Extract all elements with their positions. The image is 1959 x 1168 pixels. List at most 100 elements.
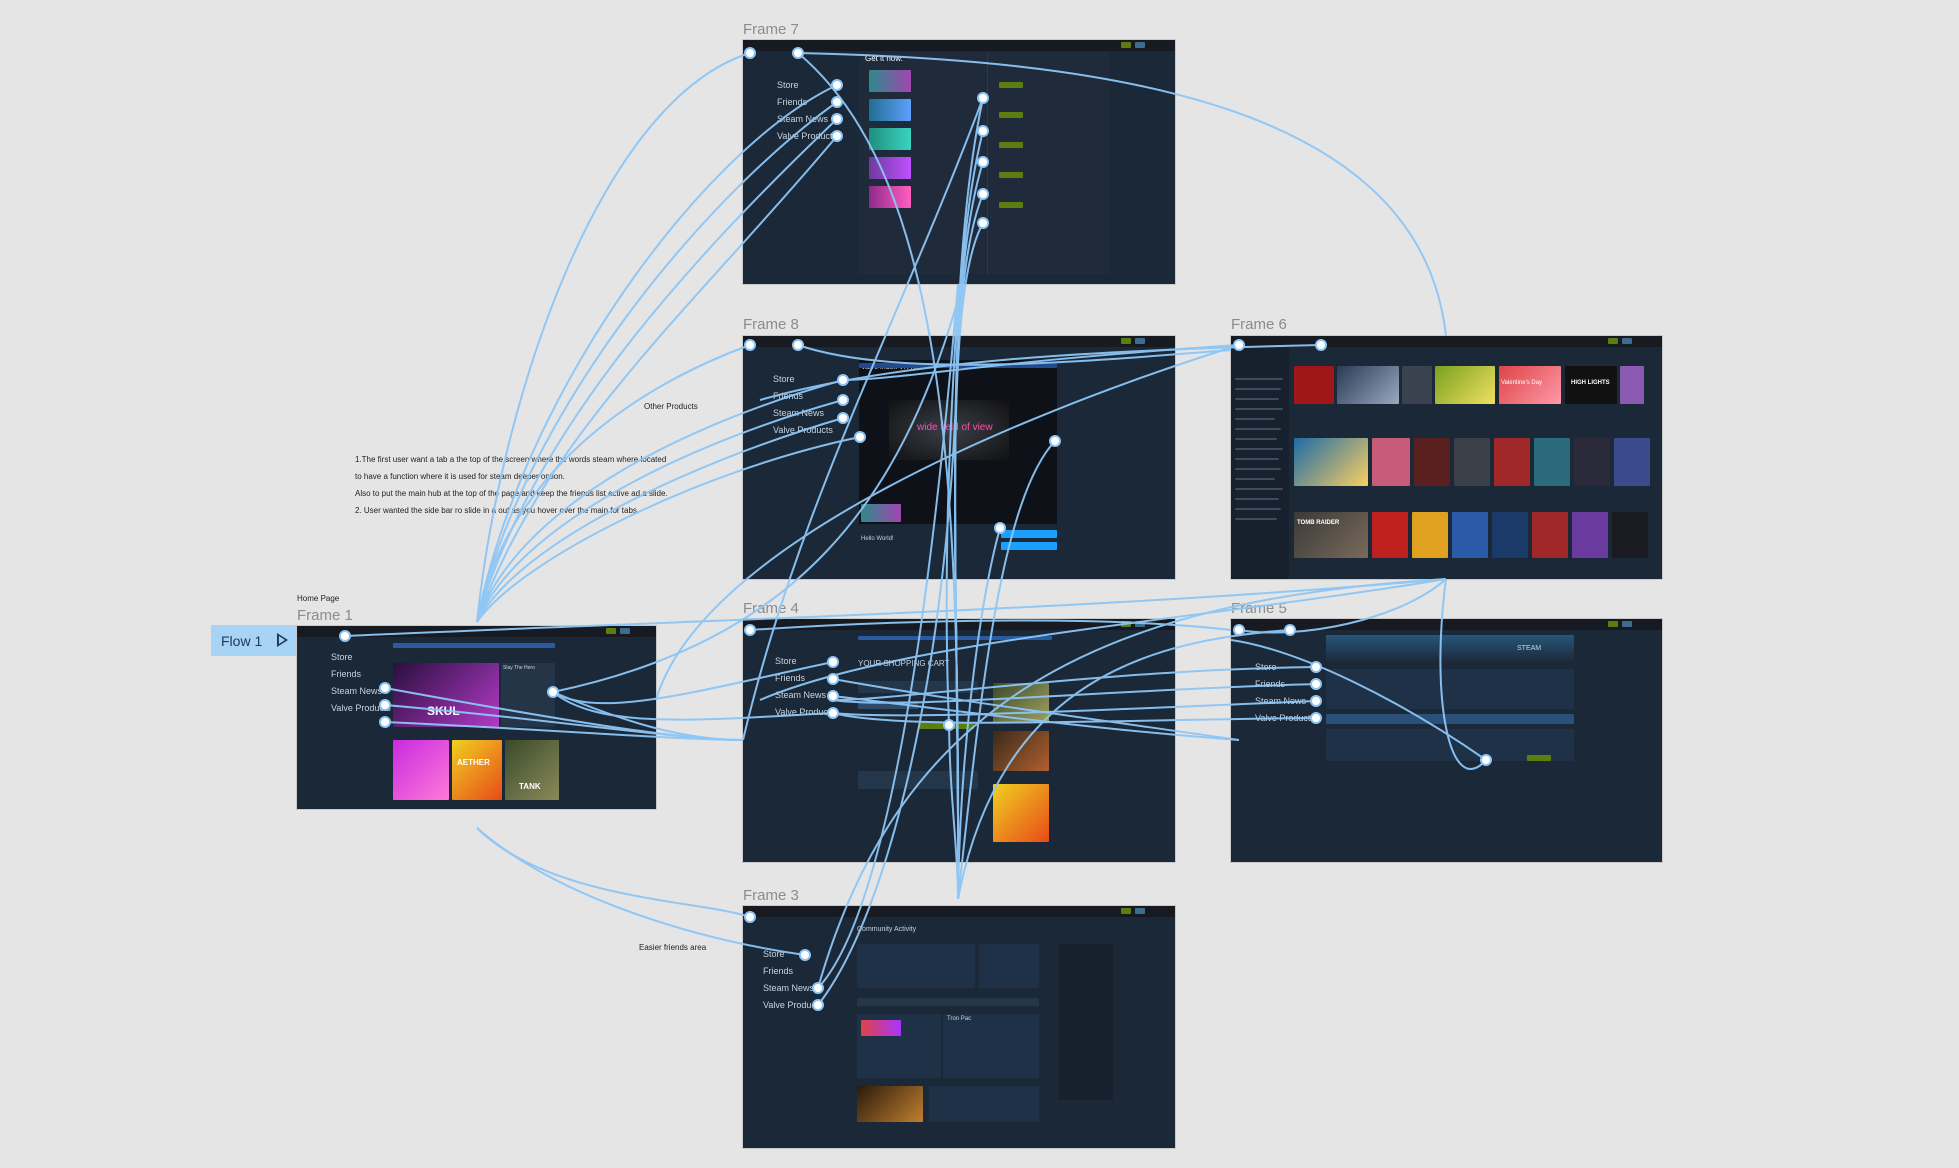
link-node[interactable] [827, 690, 839, 702]
home-page-caption: Home Page [297, 594, 340, 603]
sidebar-friends[interactable]: Friends [763, 966, 794, 976]
aether-tile: AETHER [457, 758, 490, 767]
sidebar-valve-products[interactable]: Valve Products [773, 425, 833, 435]
sidebar-steam-news[interactable]: Steam News [331, 686, 383, 696]
flow-label: Flow 1 [221, 632, 263, 649]
link-node[interactable] [977, 156, 989, 168]
cart-heading: YOUR SHOPPING CART [858, 659, 950, 668]
link-node[interactable] [831, 96, 843, 108]
note-line-1: 1.The first user want a tab a the top of… [355, 455, 667, 464]
link-node[interactable] [1310, 695, 1322, 707]
sidebar-valve-products[interactable]: Valve Products [777, 131, 837, 141]
sidebar-friends[interactable]: Friends [775, 673, 806, 683]
frame-7-heading: Get it now. [865, 54, 903, 63]
featured-game-title: SKUL [427, 704, 460, 718]
featured-subtitle: Slay The Hero [503, 665, 535, 671]
link-node[interactable] [1310, 712, 1322, 724]
link-node[interactable] [792, 47, 804, 59]
frame-5: Store Friends Steam News Valve Products … [1231, 619, 1662, 862]
sidebar-store[interactable]: Store [763, 949, 785, 959]
link-node[interactable] [744, 624, 756, 636]
link-node[interactable] [744, 339, 756, 351]
link-node[interactable] [977, 217, 989, 229]
link-node[interactable] [379, 699, 391, 711]
link-node[interactable] [994, 522, 1006, 534]
frame-1-title: Frame 1 [297, 607, 353, 624]
link-node[interactable] [812, 982, 824, 994]
frame-8: Store Friends Steam News Valve Products … [743, 336, 1175, 579]
frame-7: Store Friends Steam News Valve Products … [743, 40, 1175, 284]
library-sidebar [1231, 348, 1289, 579]
link-node[interactable] [1480, 754, 1492, 766]
link-node[interactable] [837, 412, 849, 424]
link-node[interactable] [837, 394, 849, 406]
sidebar-store[interactable]: Store [775, 656, 797, 666]
link-node[interactable] [1049, 435, 1061, 447]
sidebar-valve-products[interactable]: Valve Products [331, 703, 391, 713]
link-node[interactable] [943, 719, 955, 731]
sidebar-steam-news[interactable]: Steam News [773, 408, 825, 418]
link-node[interactable] [1310, 661, 1322, 673]
sidebar-friends[interactable]: Friends [1255, 679, 1286, 689]
top-bar [743, 336, 1175, 347]
link-node[interactable] [827, 656, 839, 668]
sidebar-store[interactable]: Store [777, 80, 799, 90]
sidebar-steam-news[interactable]: Steam News [775, 690, 827, 700]
frame-1: Store Friends Steam News Valve Products … [297, 626, 656, 809]
link-node[interactable] [977, 125, 989, 137]
link-node[interactable] [977, 92, 989, 104]
link-node[interactable] [379, 682, 391, 694]
steam-brand: STEAM [1517, 645, 1542, 652]
note-line-2: to have a function where it is used for … [355, 472, 565, 481]
sidebar-valve-products[interactable]: Valve Products [763, 1000, 823, 1010]
frame-6: Valentine's Day HIGH LIGHTS TOMB RAIDER [1231, 336, 1662, 579]
top-bar [743, 40, 1175, 51]
link-node[interactable] [831, 130, 843, 142]
note-line-4: 2. User wanted the side bar ro slide in … [355, 506, 637, 515]
banner-text: wide field of view [917, 422, 993, 433]
link-node[interactable] [854, 431, 866, 443]
sidebar-valve-products[interactable]: Valve Products [1255, 713, 1315, 723]
sidebar-steam-news[interactable]: Steam News [777, 114, 829, 124]
sidebar-friends[interactable]: Friends [777, 97, 808, 107]
sidebar-steam-news[interactable]: Steam News [1255, 696, 1307, 706]
link-node[interactable] [1233, 339, 1245, 351]
other-products-label: Other Products [644, 402, 698, 411]
sidebar-friends[interactable]: Friends [331, 669, 362, 679]
tomb-raider-tile: TOMB RAIDER [1297, 520, 1340, 526]
sidebar-store[interactable]: Store [331, 652, 353, 662]
frame-3: Store Friends Steam News Valve Products … [743, 906, 1175, 1148]
link-node[interactable] [831, 113, 843, 125]
link-node[interactable] [339, 630, 351, 642]
link-node[interactable] [977, 188, 989, 200]
sidebar-store[interactable]: Store [773, 374, 795, 384]
sidebar-valve-products[interactable]: Valve Products [775, 707, 835, 717]
sidebar-friends[interactable]: Friends [773, 391, 804, 401]
link-node[interactable] [812, 999, 824, 1011]
link-node[interactable] [547, 686, 559, 698]
link-node[interactable] [799, 949, 811, 961]
frame-6-title: Frame 6 [1231, 316, 1287, 333]
top-bar [743, 906, 1175, 917]
link-node[interactable] [744, 47, 756, 59]
link-node[interactable] [837, 374, 849, 386]
link-node[interactable] [744, 911, 756, 923]
flow-start-button[interactable]: Flow 1 [211, 625, 296, 656]
frame-8-title: Frame 8 [743, 316, 799, 333]
link-node[interactable] [1233, 624, 1245, 636]
link-node[interactable] [827, 707, 839, 719]
sidebar-steam-news[interactable]: Steam News [763, 983, 815, 993]
link-node[interactable] [792, 339, 804, 351]
link-node[interactable] [1284, 624, 1296, 636]
link-node[interactable] [379, 716, 391, 728]
sidebar-store[interactable]: Store [1255, 662, 1277, 672]
frame-4: Store Friends Steam News Valve Products … [743, 619, 1175, 862]
tank-tile: TANK [519, 782, 541, 791]
link-node[interactable] [831, 79, 843, 91]
play-icon [277, 633, 288, 647]
link-node[interactable] [1315, 339, 1327, 351]
link-node[interactable] [1310, 678, 1322, 690]
highlights-tile: HIGH LIGHTS [1571, 380, 1610, 386]
valentine-tile: Valentine's Day [1501, 380, 1543, 386]
link-node[interactable] [827, 673, 839, 685]
